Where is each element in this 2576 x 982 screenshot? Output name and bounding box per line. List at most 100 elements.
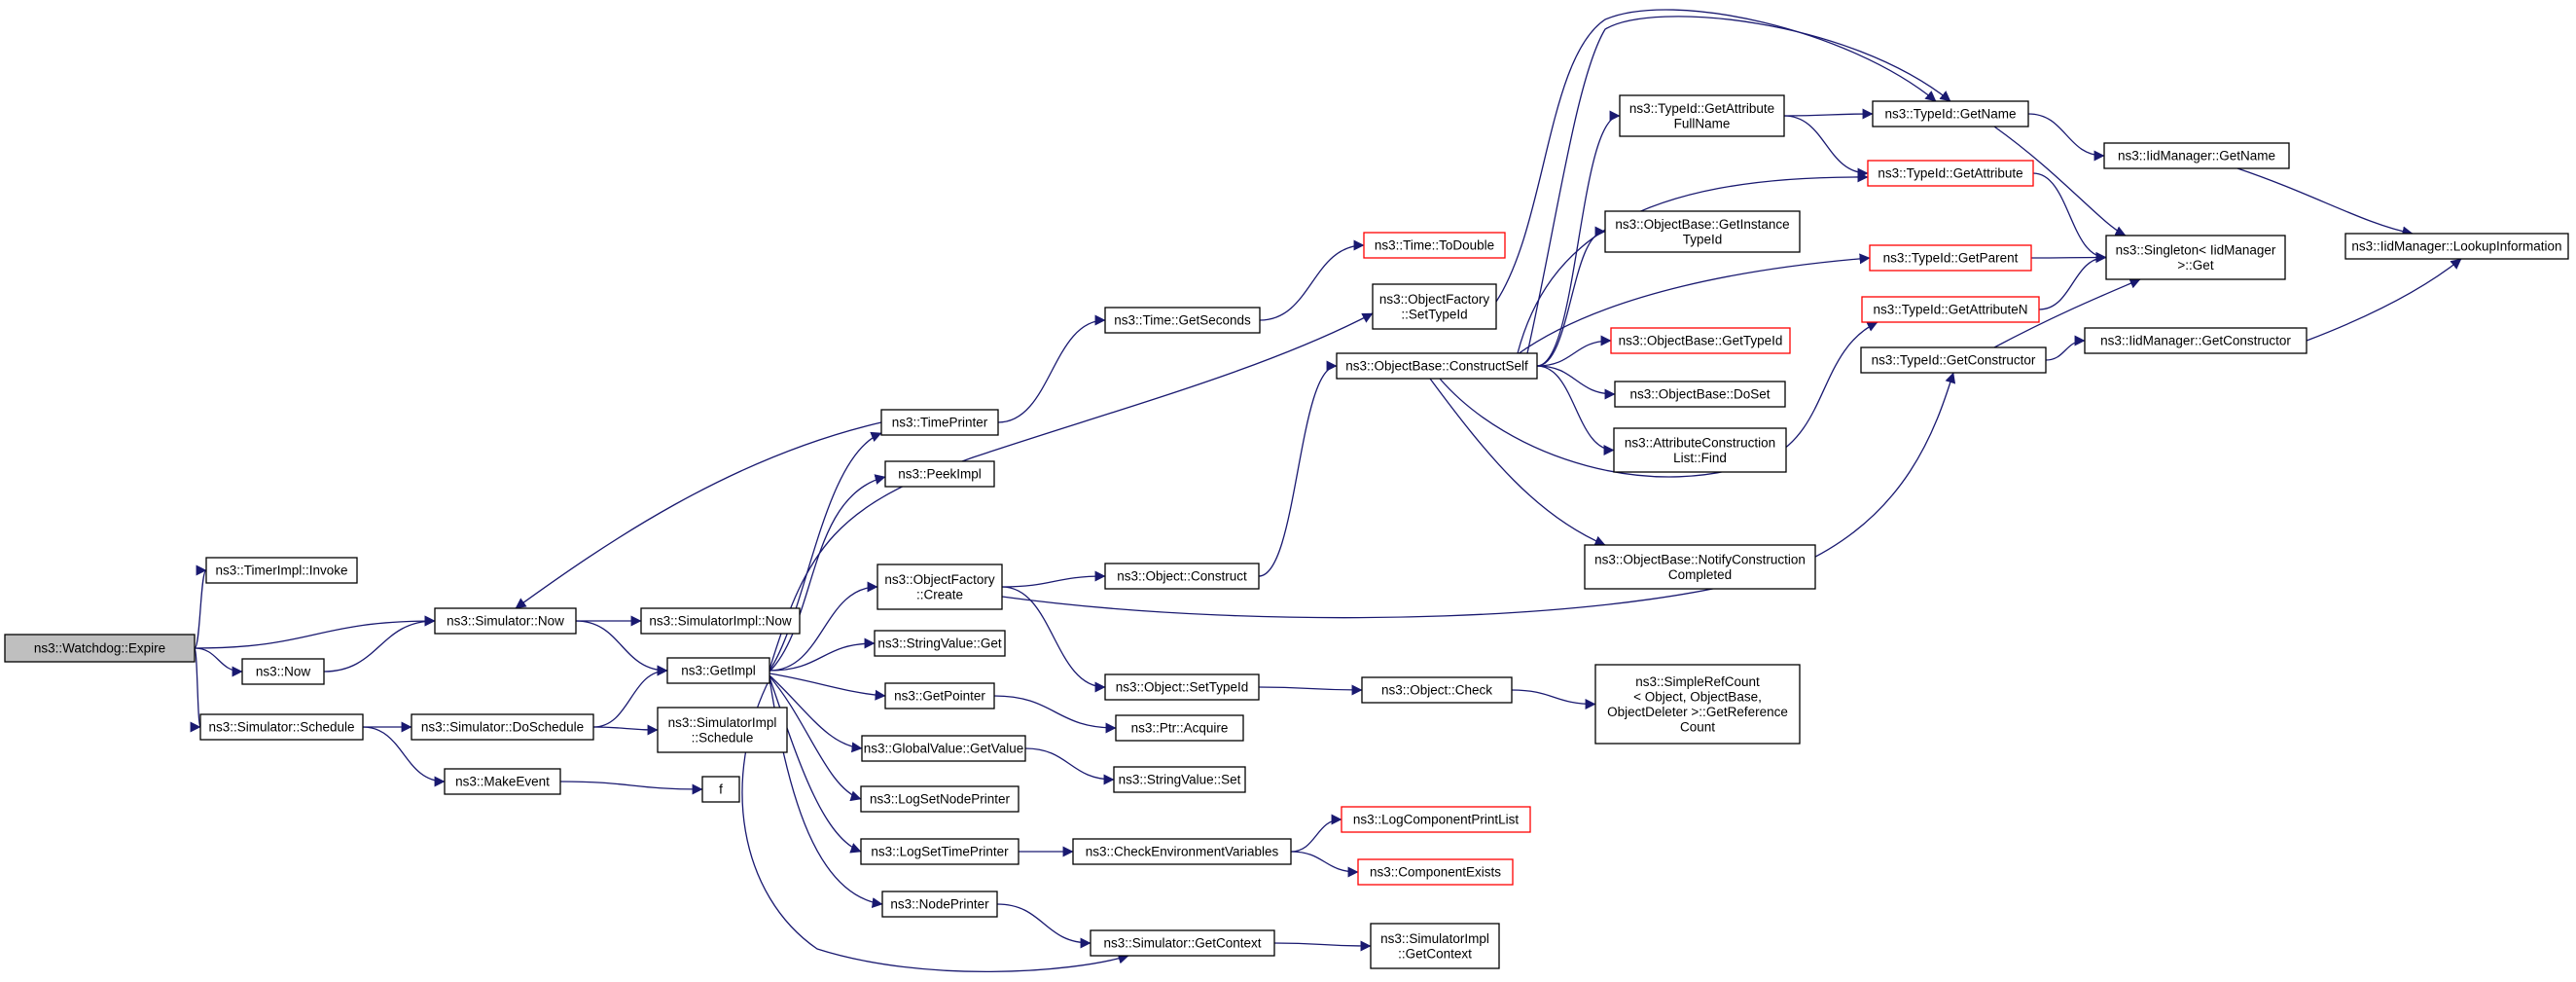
node-time-getseconds[interactable]: ns3::Time::GetSeconds: [1104, 307, 1261, 334]
node-box[interactable]: [1115, 714, 1244, 742]
node-sim-doschedule[interactable]: ns3::Simulator::DoSchedule: [411, 713, 594, 741]
node-iidmanager-getname[interactable]: ns3::IidManager::GetName: [2103, 142, 2290, 169]
node-makeevent[interactable]: ns3::MakeEvent: [444, 768, 561, 795]
node-logsettimeprinter[interactable]: ns3::LogSetTimePrinter: [860, 838, 1020, 865]
node-box[interactable]: [444, 768, 561, 795]
node-getimpl[interactable]: ns3::GetImpl: [666, 657, 770, 684]
node-typeid-getname[interactable]: ns3::TypeId::GetName: [1872, 100, 2029, 127]
node-box[interactable]: [884, 682, 995, 709]
node-objfactory-create[interactable]: ns3::ObjectFactory::Create: [877, 564, 1003, 610]
node-box[interactable]: [657, 707, 788, 753]
node-box[interactable]: [1869, 244, 2032, 272]
node-objbase-notifyconstruction[interactable]: ns3::ObjectBase::NotifyConstructionCompl…: [1584, 544, 1816, 590]
node-iidmanager-getconstructor[interactable]: ns3::IidManager::GetConstructor: [2084, 327, 2308, 354]
node-box[interactable]: [1872, 100, 2029, 127]
node-box[interactable]: [1861, 296, 2040, 323]
node-box[interactable]: [1104, 307, 1261, 334]
node-simimpl-schedule[interactable]: ns3::SimulatorImpl::Schedule: [657, 707, 788, 753]
node-stringvalue-get[interactable]: ns3::StringValue::Get: [874, 630, 1006, 657]
node-box[interactable]: [1867, 160, 2034, 187]
node-box[interactable]: [199, 713, 364, 741]
node-ptr-acquire[interactable]: ns3::Ptr::Acquire: [1115, 714, 1244, 742]
node-box[interactable]: [880, 409, 999, 436]
node-box[interactable]: [860, 785, 1020, 813]
node-sim-schedule[interactable]: ns3::Simulator::Schedule: [199, 713, 364, 741]
node-box[interactable]: [2103, 142, 2290, 169]
node-box[interactable]: [434, 607, 577, 635]
node-objfactory-settypeid[interactable]: ns3::ObjectFactory::SetTypeId: [1372, 283, 1497, 330]
node-object-settypeid[interactable]: ns3::Object::SetTypeId: [1104, 673, 1260, 701]
node-box[interactable]: [2105, 235, 2286, 280]
node-box[interactable]: [1613, 427, 1787, 473]
node-box[interactable]: [1370, 923, 1500, 969]
node-box[interactable]: [1604, 210, 1801, 253]
node-now[interactable]: ns3::Now: [241, 658, 325, 685]
node-typeid-getattribute[interactable]: ns3::TypeId::GetAttribute: [1867, 160, 2034, 187]
node-box[interactable]: [1361, 676, 1513, 704]
node-box[interactable]: [881, 891, 998, 918]
node-object-check[interactable]: ns3::Object::Check: [1361, 676, 1513, 704]
node-box[interactable]: [1594, 664, 1801, 745]
node-box[interactable]: [241, 658, 325, 685]
node-getpointer[interactable]: ns3::GetPointer: [884, 682, 995, 709]
node-box[interactable]: [884, 460, 995, 488]
node-box[interactable]: [1090, 929, 1275, 957]
node-box[interactable]: [861, 735, 1026, 762]
node-box[interactable]: [877, 564, 1003, 610]
node-objbase-constructself[interactable]: ns3::ObjectBase::ConstructSelf: [1336, 352, 1538, 380]
node-logcomponentprintlist[interactable]: ns3::LogComponentPrintList: [1341, 806, 1531, 833]
node-iidmanager-lookupinformation[interactable]: ns3::IidManager::LookupInformation: [2344, 233, 2569, 260]
node-objbase-doset[interactable]: ns3::ObjectBase::DoSet: [1614, 381, 1786, 408]
node-box[interactable]: [1610, 327, 1791, 354]
node-typeid-getconstructor[interactable]: ns3::TypeId::GetConstructor: [1860, 346, 2047, 374]
node-expire[interactable]: ns3::Watchdog::Expire: [4, 634, 196, 663]
node-logsetnodeprinter[interactable]: ns3::LogSetNodePrinter: [860, 785, 1020, 813]
node-box[interactable]: [1341, 806, 1531, 833]
node-sim-getcontext[interactable]: ns3::Simulator::GetContext: [1090, 929, 1275, 957]
node-box[interactable]: [666, 657, 770, 684]
node-box[interactable]: [1113, 766, 1246, 793]
node-box[interactable]: [1619, 94, 1785, 137]
node-typeid-getattributen[interactable]: ns3::TypeId::GetAttributeN: [1861, 296, 2040, 323]
node-globalvalue-getvalue[interactable]: ns3::GlobalValue::GetValue: [861, 735, 1026, 762]
node-box[interactable]: [2344, 233, 2569, 260]
node-componentexists[interactable]: ns3::ComponentExists: [1357, 858, 1514, 886]
node-simimpl-getcontext[interactable]: ns3::SimulatorImpl::GetContext: [1370, 923, 1500, 969]
node-box[interactable]: [205, 557, 358, 584]
node-box[interactable]: [1104, 673, 1260, 701]
node-box[interactable]: [1336, 352, 1538, 380]
node-checkenvvars[interactable]: ns3::CheckEnvironmentVariables: [1072, 838, 1292, 865]
node-nodeprinter[interactable]: ns3::NodePrinter: [881, 891, 998, 918]
node-typeid-getparent[interactable]: ns3::TypeId::GetParent: [1869, 244, 2032, 272]
node-box[interactable]: [640, 607, 801, 635]
node-timerimpl-invoke[interactable]: ns3::TimerImpl::Invoke: [205, 557, 358, 584]
node-box[interactable]: [1363, 232, 1506, 259]
node-object-construct[interactable]: ns3::Object::Construct: [1104, 563, 1260, 590]
node-box[interactable]: [701, 776, 740, 803]
node-box[interactable]: [4, 634, 196, 663]
node-f[interactable]: f: [701, 776, 740, 803]
node-box[interactable]: [1584, 544, 1816, 590]
node-simplerefcount[interactable]: ns3::SimpleRefCount< Object, ObjectBase,…: [1594, 664, 1801, 745]
node-singleton-get[interactable]: ns3::Singleton< IidManager >::Get: [2105, 235, 2286, 280]
node-stringvalue-set[interactable]: ns3::StringValue::Set: [1113, 766, 1246, 793]
node-box[interactable]: [874, 630, 1006, 657]
node-box[interactable]: [1614, 381, 1786, 408]
node-simimpl-now[interactable]: ns3::SimulatorImpl::Now: [640, 607, 801, 635]
node-box[interactable]: [2084, 327, 2308, 354]
node-box[interactable]: [1104, 563, 1260, 590]
node-box[interactable]: [860, 838, 1020, 865]
node-box[interactable]: [1372, 283, 1497, 330]
node-box[interactable]: [1860, 346, 2047, 374]
node-box[interactable]: [1072, 838, 1292, 865]
node-objbase-gettypeid[interactable]: ns3::ObjectBase::GetTypeId: [1610, 327, 1791, 354]
node-peekimpl[interactable]: ns3::PeekImpl: [884, 460, 995, 488]
node-timeprinter[interactable]: ns3::TimePrinter: [880, 409, 999, 436]
node-sim-now[interactable]: ns3::Simulator::Now: [434, 607, 577, 635]
node-box[interactable]: [411, 713, 594, 741]
node-box[interactable]: [1357, 858, 1514, 886]
node-time-todouble[interactable]: ns3::Time::ToDouble: [1363, 232, 1506, 259]
